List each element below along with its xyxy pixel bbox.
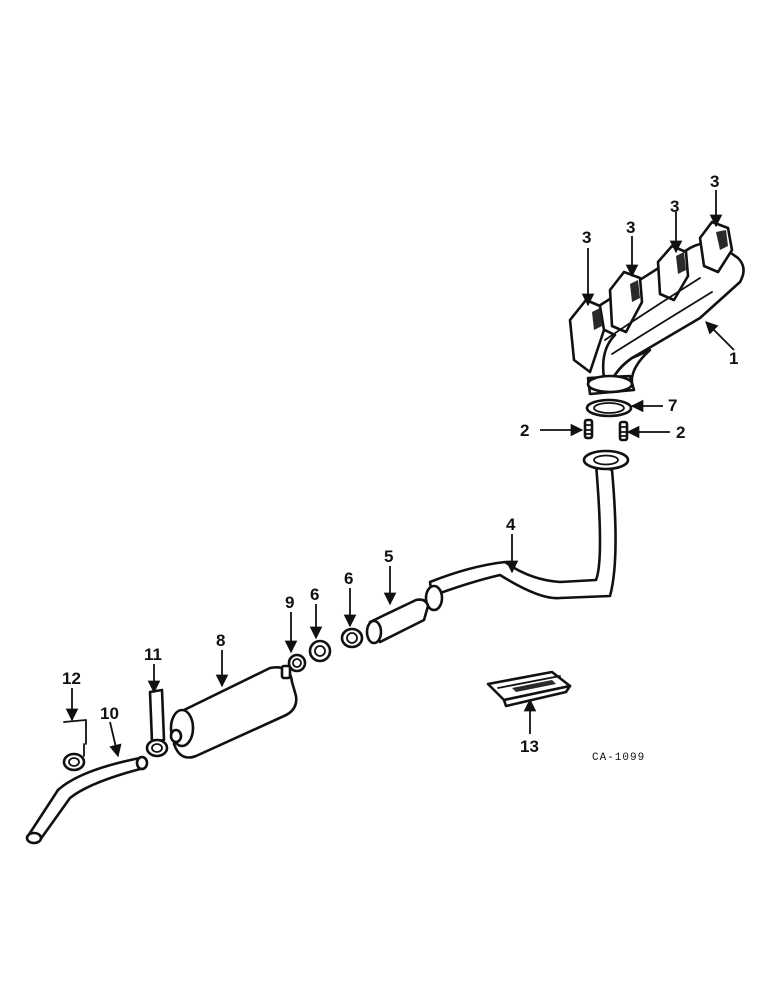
figure-code: CA-1099 bbox=[592, 752, 645, 764]
callout-3-third: 3 bbox=[670, 197, 679, 216]
callout-12: 12 bbox=[62, 669, 81, 688]
callout-leaders bbox=[65, 190, 735, 758]
callout-3-second: 3 bbox=[626, 218, 635, 237]
callout-6-right: 6 bbox=[344, 569, 353, 588]
callout-11: 11 bbox=[144, 645, 162, 664]
callout-2-right: 2 bbox=[676, 423, 685, 442]
callout-labels: 1 2 2 3 3 3 3 4 5 6 6 7 8 9 10 11 12 13 … bbox=[62, 172, 738, 764]
clamp-left bbox=[308, 639, 332, 663]
stud-right bbox=[618, 420, 629, 442]
callout-8: 8 bbox=[216, 631, 225, 650]
muffler-hanger bbox=[145, 688, 169, 758]
callout-4: 4 bbox=[506, 515, 516, 534]
clamp-small bbox=[287, 653, 307, 673]
callout-1: 1 bbox=[729, 349, 738, 368]
muffler bbox=[169, 664, 298, 759]
heat-shield bbox=[486, 670, 572, 708]
callout-13: 13 bbox=[520, 737, 539, 756]
callout-10: 10 bbox=[100, 704, 119, 723]
tail-pipe bbox=[25, 755, 149, 845]
tailpipe-clamp bbox=[62, 719, 87, 772]
clamp-right bbox=[340, 627, 364, 649]
callout-3-first: 3 bbox=[582, 228, 591, 247]
callout-2-left: 2 bbox=[520, 421, 529, 440]
manifold-gasket bbox=[585, 398, 633, 418]
callout-9: 9 bbox=[285, 593, 294, 612]
exhaust-manifold bbox=[568, 220, 745, 396]
stud-left bbox=[583, 418, 594, 440]
callout-7: 7 bbox=[668, 396, 677, 415]
exhaust-pipe bbox=[424, 449, 630, 612]
pipe-section bbox=[365, 598, 430, 645]
callout-6-left: 6 bbox=[310, 585, 319, 604]
callout-5: 5 bbox=[384, 547, 393, 566]
callout-3-fourth: 3 bbox=[710, 172, 719, 191]
